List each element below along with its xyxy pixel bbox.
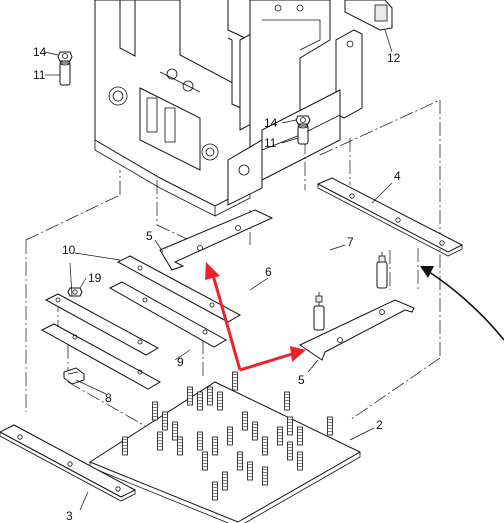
shim-5-upper	[159, 209, 274, 271]
threaded-stud	[262, 436, 268, 456]
callout-labels: 14 11 12 14 11 4 5 7 10 6 19 9 5 8 2 3	[33, 45, 401, 523]
callout-2: 2	[376, 418, 383, 432]
rod-6	[204, 266, 325, 331]
threaded-stud	[177, 436, 183, 456]
callout-10: 10	[62, 243, 76, 257]
callout-5: 5	[298, 373, 305, 387]
callout-11: 11	[264, 136, 277, 150]
plate-4	[316, 177, 464, 257]
shim-9-lower	[40, 323, 162, 390]
threaded-stud	[152, 401, 158, 421]
callout-5: 5	[146, 229, 153, 243]
threaded-stud	[197, 391, 203, 411]
shim-10-upper	[116, 255, 242, 323]
curved-arrow	[420, 266, 504, 341]
callout-8: 8	[105, 391, 112, 405]
leader-lines	[44, 29, 393, 511]
threaded-stud	[232, 371, 238, 391]
threaded-stud	[207, 386, 213, 406]
threaded-stud	[287, 416, 293, 436]
callout-14: 14	[264, 116, 278, 130]
threaded-stud	[297, 426, 303, 446]
callout-19: 19	[88, 271, 102, 285]
callout-4: 4	[394, 169, 401, 183]
machine-frame	[94, 0, 393, 217]
threaded-stud	[212, 481, 218, 501]
threaded-stud	[242, 411, 248, 431]
stud-with-nut-center	[295, 115, 311, 145]
threaded-stud	[297, 451, 303, 471]
threaded-stud	[284, 391, 290, 411]
shim-9-upper	[108, 281, 228, 348]
threaded-stud	[172, 421, 178, 441]
plate-3	[0, 424, 137, 502]
callout-14: 14	[33, 45, 47, 59]
stud-with-nut-left	[57, 51, 73, 86]
shim-10-lower	[44, 293, 160, 356]
shim-5-lower	[298, 299, 415, 361]
callout-6: 6	[265, 265, 272, 279]
plate-studs	[122, 371, 333, 501]
red-highlight-arrows	[205, 262, 306, 372]
threaded-stud	[227, 426, 233, 446]
threaded-stud	[202, 451, 208, 471]
nut-19	[67, 287, 83, 297]
threaded-stud	[327, 416, 333, 436]
threaded-stud	[157, 431, 163, 451]
callout-7: 7	[347, 235, 354, 249]
threaded-stud	[222, 471, 228, 491]
threaded-stud	[217, 391, 223, 411]
threaded-stud	[237, 451, 243, 471]
threaded-stud	[162, 411, 168, 431]
clip-8	[63, 367, 85, 385]
callout-9: 9	[177, 355, 184, 369]
threaded-stud	[277, 426, 283, 446]
callout-3: 3	[66, 509, 73, 523]
callout-12: 12	[387, 51, 401, 65]
threaded-stud	[252, 421, 258, 441]
threaded-stud	[212, 436, 218, 456]
threaded-stud	[122, 436, 128, 456]
threaded-stud	[262, 466, 268, 486]
threaded-stud	[247, 461, 253, 481]
base-plate-2	[88, 381, 362, 523]
threaded-stud	[197, 431, 203, 451]
threaded-stud	[187, 386, 193, 406]
threaded-stud	[287, 441, 293, 461]
rod-7	[269, 224, 388, 289]
callout-11: 11	[33, 68, 46, 82]
